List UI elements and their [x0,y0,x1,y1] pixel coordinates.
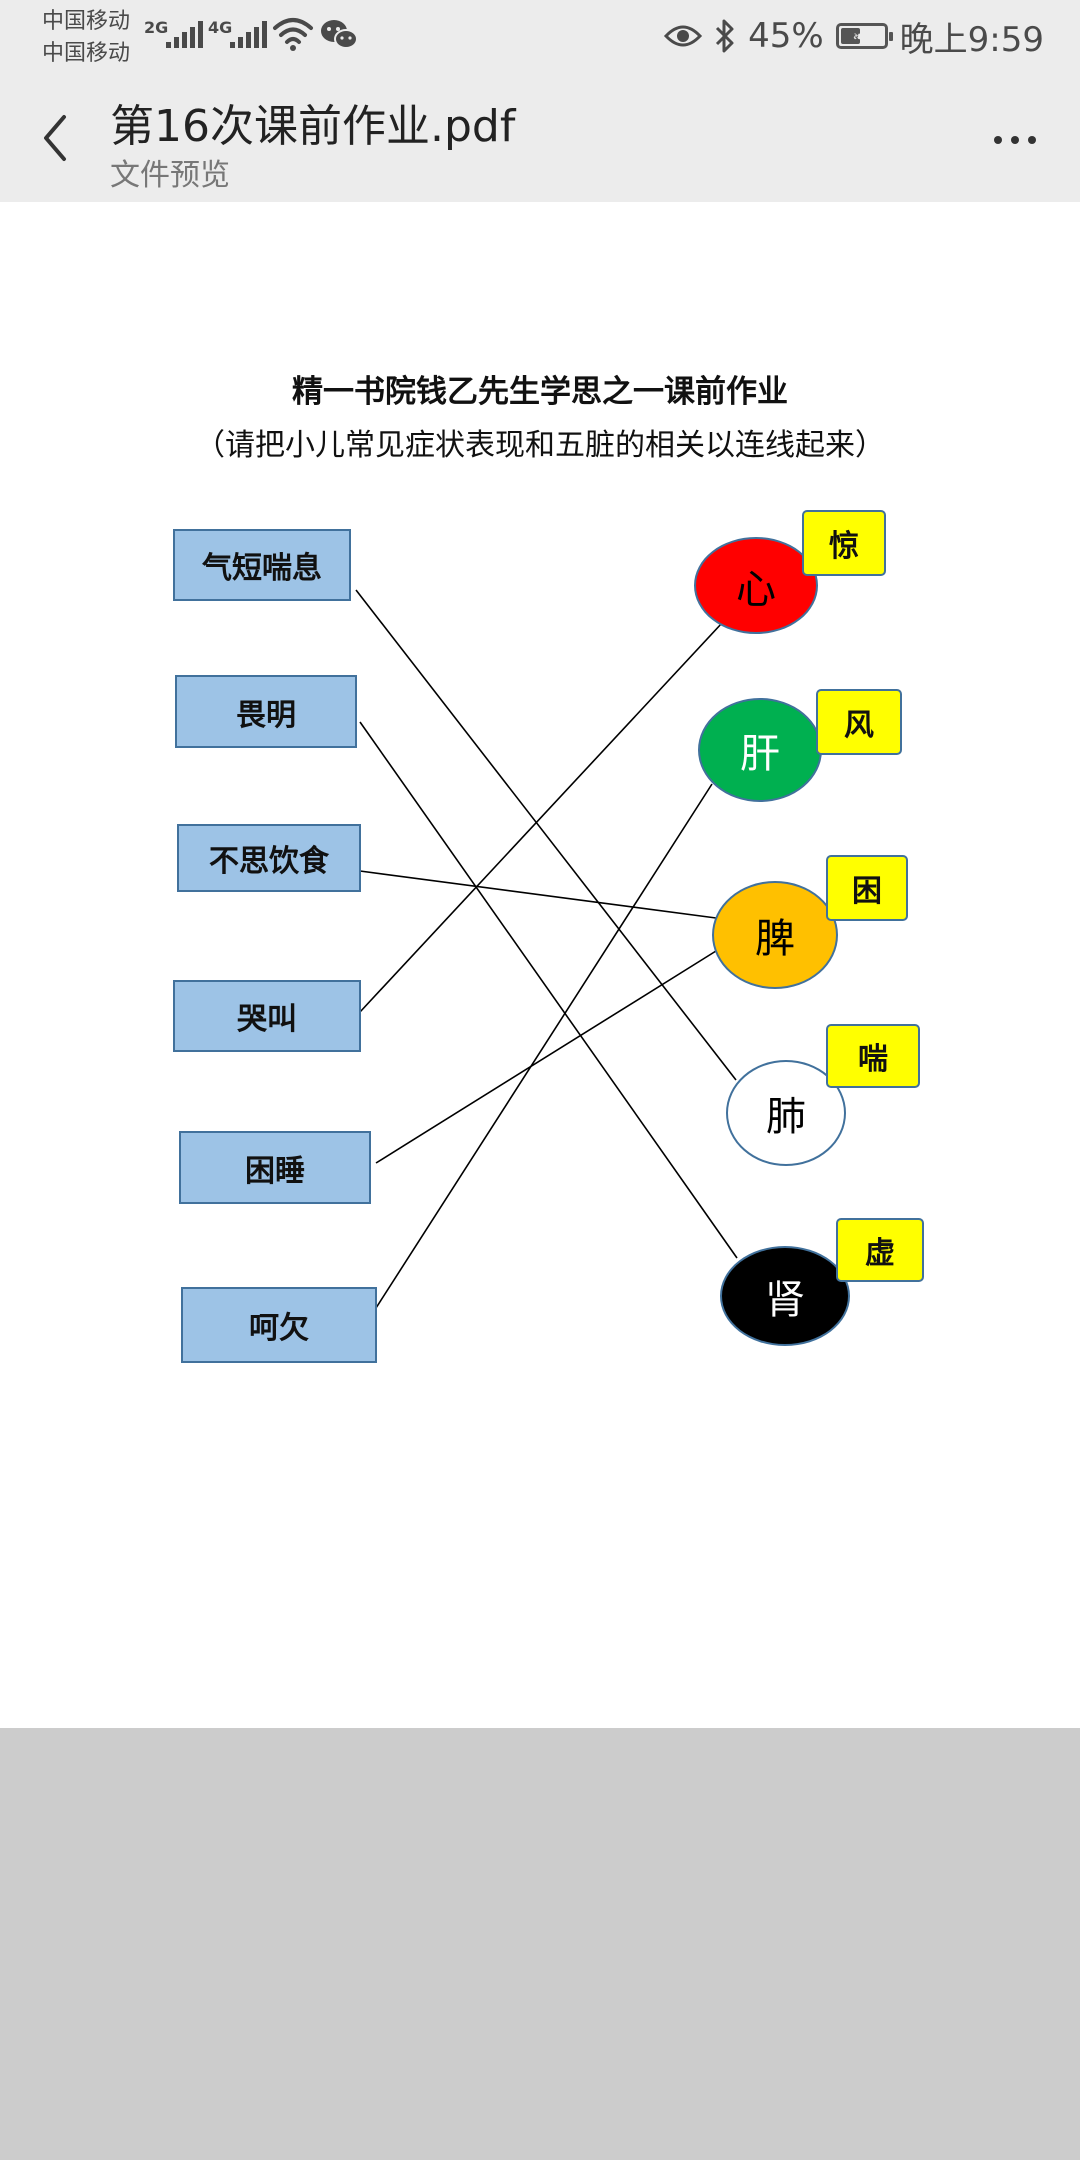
network-type-2: 4G [208,18,233,37]
organ-label: 脾 [755,916,795,962]
symptom-label: 气短喘息 [202,551,322,586]
tag-xu: 虚 [836,1218,924,1282]
carrier-1: 中国移动 [42,9,131,34]
battery-percent: 45% [748,16,824,56]
chevron-left-icon [44,115,66,161]
tag-feng: 风 [816,689,902,755]
symptom-box-sleepy: 困睡 [179,1131,371,1204]
document-title: 精一书院钱乙先生学思之一课前作业 [292,374,788,410]
eye-icon [664,25,703,47]
clock: 晚上9:59 [899,19,1044,60]
symptom-label: 哭叫 [237,1002,297,1037]
symptom-box-no-appetite: 不思饮食 [177,824,361,892]
organ-label: 肝 [740,731,780,777]
wechat-icon [321,20,358,49]
back-button[interactable] [30,108,80,168]
organ-kidney: 肾 [720,1246,850,1346]
symptom-box-crying: 哭叫 [173,980,361,1052]
connection-line-sleepy-spleen [375,950,717,1164]
organ-label: 肺 [766,1094,806,1140]
document-page[interactable]: 精一书院钱乙先生学思之一课前作业 （请把小儿常见症状表现和五脏的相关以连线起来）… [0,202,1080,1728]
symptom-box-yawn: 呵欠 [181,1287,377,1363]
bluetooth-icon [716,19,734,53]
document-instruction: （请把小儿常见症状表现和五脏的相关以连线起来） [195,428,885,463]
organ-heart: 心 [694,537,818,634]
tag-label: 困 [852,874,882,909]
organ-label: 心 [736,566,776,613]
file-subtitle: 文件预览 [110,158,230,193]
symptom-label: 畏明 [236,697,296,733]
connection-line-photophobia-kidney [359,721,738,1259]
more-button[interactable] [980,120,1050,160]
tag-label: 喘 [858,1042,888,1077]
network-type-1: 2G [144,18,169,37]
carrier-2: 中国移动 [42,41,131,66]
organ-spleen: 脾 [712,881,838,989]
tag-label: 虚 [865,1236,895,1271]
carrier-info: 中国移动 中国移动 [42,6,130,70]
symptom-box-photophobia: 畏明 [175,675,357,748]
more-dots-icon [994,136,1002,144]
app-header: 第16次课前作业.pdf 文件预览 [0,72,1080,202]
tag-chuan: 喘 [826,1024,920,1088]
file-title: 第16次课前作业.pdf [110,101,516,152]
symptom-label: 呵欠 [249,1311,309,1346]
organ-label: 肾 [765,1277,805,1323]
connection-line-shortbreath-lung [355,589,737,1081]
tag-label: 惊 [829,529,859,564]
tag-jing: 惊 [802,510,886,576]
connection-line-crying-heart [359,622,723,1013]
battery-icon: ❧ [835,23,893,49]
organ-liver: 肝 [698,698,822,802]
connection-lines [355,589,738,1309]
wifi-icon [273,18,313,51]
status-bar: 中国移动 中国移动 2G 4G 45% [0,0,1080,72]
connection-line-yawn-liver [375,783,713,1309]
symptom-label: 困睡 [245,1153,305,1189]
symptom-label: 不思饮食 [209,844,329,879]
tag-kun: 困 [826,855,908,921]
symptom-box-shortbreath: 气短喘息 [173,529,351,601]
tag-label: 风 [844,708,874,743]
connection-line-appetite-spleen [359,870,717,919]
